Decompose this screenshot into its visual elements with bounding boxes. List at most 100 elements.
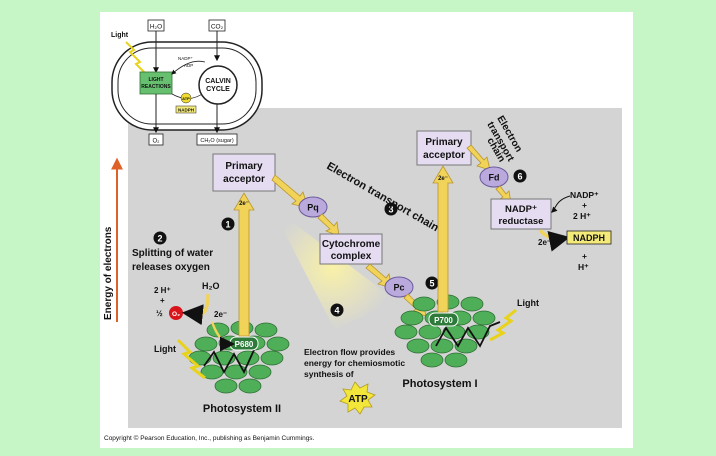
cytochrome-complex-box: [319, 233, 383, 265]
ps2-h-plus: 2 H⁺: [154, 286, 171, 295]
step-5-label: 5: [429, 279, 434, 289]
ps2-h2o: H₂O: [202, 281, 220, 291]
cytochrome-line1: Cytochrome: [322, 239, 381, 250]
inset-calvin-cycle: [198, 65, 238, 105]
ps2-plus: +: [160, 296, 165, 305]
p700-badge: [428, 312, 459, 327]
inset-light-reactions-box: [139, 71, 173, 95]
nadph-box: [566, 230, 612, 245]
inset-nadp-label: NADP⁺: [178, 56, 194, 61]
inset-adp-label: ADP: [184, 63, 193, 68]
photosystem-i: P700 2e⁻ Primary acceptor Photosystem I …: [394, 114, 612, 390]
copyright-text: Copyright © Pearson Education, Inc., pub…: [104, 434, 315, 442]
chemiosmosis-glow: [270, 205, 395, 330]
inset-co2-label: CO₂: [211, 24, 224, 31]
inset-o2-box: [148, 133, 164, 146]
nadp-input-arrow: [551, 195, 571, 213]
step-3-label: 3: [388, 205, 393, 215]
ps1-primary-acceptor-box: [416, 130, 472, 166]
ps1-light-label: Light: [517, 298, 539, 308]
inset-light-label: Light: [111, 32, 129, 39]
chloroplast-inset: H₂O CO₂ Light LIGHT REACTIONS NADP⁺ ADP …: [111, 19, 263, 146]
inset-calvin-line1: CALVIN: [205, 78, 231, 85]
pc-carrier: [384, 276, 414, 298]
chloroplast-outer-membrane: [111, 41, 263, 131]
step-2-marker: [153, 231, 167, 245]
cytochrome-line2: complex: [331, 251, 372, 262]
fd-carrier: [479, 166, 509, 188]
ps2-energy-transfer-zigzag: [203, 349, 255, 374]
step-1-label: 1: [225, 220, 230, 230]
energy-axis-label: Energy of electrons: [103, 226, 114, 320]
etc-arrow-acceptor-to-fd: [466, 144, 491, 171]
etc-flow-line1: Electron flow provides: [304, 347, 395, 357]
inset-calvin-line2: CYCLE: [206, 86, 230, 93]
nadp-reductase-line1: NADP⁺: [505, 204, 537, 215]
step-6-label: 6: [517, 172, 522, 182]
nadp-reductase-line2: reductase: [499, 216, 544, 227]
atp-burst-icon: [339, 381, 376, 415]
fd-label: Fd: [489, 173, 500, 183]
water-splitting-line1: Splitting of water: [132, 248, 213, 259]
p680-label: P680: [235, 340, 254, 349]
step-4-marker: [330, 303, 344, 317]
step-6-marker: [513, 169, 527, 183]
step-1-marker: [221, 217, 235, 231]
pq-carrier: [298, 196, 328, 218]
step-markers: 1 2 3 4 5 6: [153, 169, 527, 317]
ps1-primary-acceptor-line1: Primary: [425, 137, 463, 148]
inset-nadph-box: [175, 105, 197, 114]
ps2-o2-label: O₂: [172, 311, 180, 318]
inset-sugar-label: CH₂O (sugar): [200, 138, 233, 144]
step-3-marker: [384, 202, 398, 216]
nadp-reductase-box: [490, 198, 552, 230]
nadp-plus-label: NADP⁺: [570, 190, 599, 200]
inset-atp-burst: [180, 92, 192, 104]
inset-nadph-label: NADPH: [178, 108, 194, 113]
ps2-excitation-arrow: [233, 192, 255, 337]
ps1-excitation-arrow: [432, 165, 454, 313]
ps1-primary-acceptor-line2: acceptor: [423, 150, 465, 161]
ps2-primary-acceptor-line1: Primary: [225, 161, 263, 172]
step-5-marker: [425, 276, 439, 290]
inset-o2-label: O₂: [153, 139, 161, 145]
step-2-label: 2: [157, 234, 162, 244]
inset-sugar-box: [196, 133, 238, 146]
p700-label: P700: [434, 316, 453, 325]
nadph-output-arrow: [538, 228, 571, 252]
ps2-2e-minus: 2e⁻: [214, 310, 227, 319]
ps2-electron-in-arrow: [210, 321, 235, 352]
reductase-2e-label: 2e⁻: [538, 238, 551, 247]
photosystem-i-label: Photosystem I: [402, 378, 477, 390]
inset-atp-label: ATP: [182, 96, 190, 101]
ps2-light-label: Light: [154, 344, 176, 354]
nadp-2h-label: 2 H⁺: [573, 211, 591, 221]
ps2-2e-label: 2e⁻: [239, 201, 249, 207]
nadp-plus-sign: +: [582, 200, 587, 210]
ps2-half: ½: [156, 309, 163, 318]
photosystem-ii-label: Photosystem II: [203, 403, 281, 415]
inset-light-reactions-line1: LIGHT: [149, 77, 164, 83]
inset-light-bolt-icon: [125, 41, 147, 75]
ps1-2e-label: 2e⁻: [438, 176, 448, 182]
ps2-light-bolt-icon: [176, 338, 206, 380]
step-4-label: 4: [334, 306, 339, 316]
nadph-plus-sign: +: [582, 251, 587, 261]
etc-flow-line3: synthesis of: [304, 369, 354, 379]
pq-label: Pq: [307, 203, 319, 213]
chloroplast-inner-membrane: [117, 47, 257, 125]
inset-h2o-label: H₂O: [150, 24, 162, 31]
ps2-primary-acceptor-box: [212, 153, 276, 192]
ps2-primary-acceptor-line2: acceptor: [223, 174, 265, 185]
ps1-energy-transfer-zigzag: [435, 321, 501, 348]
pc-label: Pc: [393, 283, 404, 293]
ps1-light-bolt-icon: [489, 308, 517, 342]
nadph-h-plus: H⁺: [578, 262, 589, 272]
water-split-arrow: [181, 293, 210, 326]
photosystem-ii: P680 2e⁻ Primary acceptor Photosystem II…: [132, 153, 290, 415]
o2-molecule-icon: [169, 306, 183, 320]
water-splitting-line2: releases oxygen: [132, 262, 210, 273]
atp-label: ATP: [348, 394, 368, 405]
inset-light-reactions-line2: REACTIONS: [141, 84, 171, 90]
